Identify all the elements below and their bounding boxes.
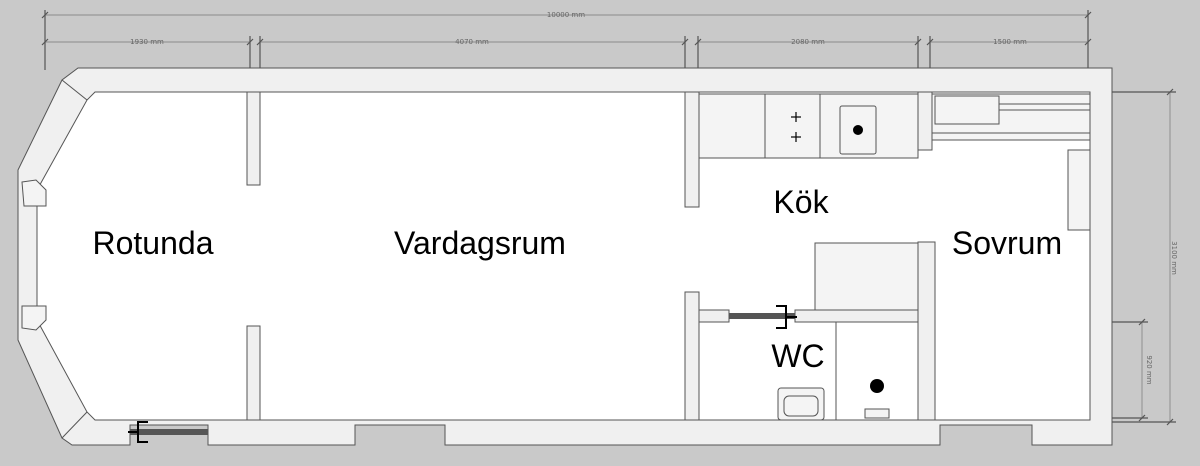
shower-drain-icon — [870, 379, 884, 393]
room-label-sovrum: Sovrum — [952, 225, 1062, 261]
window-rotunda-lower — [21, 305, 47, 331]
dim-vardagsrum-width: 4070 mm — [455, 38, 489, 46]
stove — [764, 93, 821, 159]
window-rotunda-upper — [21, 179, 47, 207]
dim-overall: 10000 mm — [547, 11, 585, 19]
wall-rotunda-top — [246, 91, 261, 186]
bedroom-box — [934, 95, 1000, 125]
kitchen-counter — [698, 93, 766, 159]
wall-wc-top-right — [794, 309, 936, 323]
toilet — [864, 408, 890, 419]
room-label-kok: Kök — [773, 184, 829, 220]
wall-kitchen-top — [684, 91, 700, 208]
sink-drain-icon — [853, 125, 863, 135]
wardrobe — [814, 242, 919, 311]
bedroom-cabinet — [1067, 149, 1091, 231]
dim-wc-depth: 920 mm — [1145, 355, 1153, 384]
wc-sink — [777, 387, 825, 421]
wall-wc-right — [917, 241, 936, 421]
door-wc[interactable] — [729, 305, 797, 329]
room-label-wc: WC — [771, 338, 824, 374]
shower — [835, 321, 919, 421]
wall-kitchen-right — [917, 91, 933, 151]
dim-kok-width: 2080 mm — [791, 38, 825, 46]
door-entrance[interactable] — [128, 421, 208, 443]
room-label-rotunda: Rotunda — [93, 225, 214, 261]
wall-wc-top-left — [698, 309, 730, 323]
wall-wc-left — [684, 291, 700, 421]
wall-rotunda-bottom — [246, 325, 261, 421]
dim-sovrum-width: 1500 mm — [993, 38, 1027, 46]
room-label-vardagsrum: Vardagsrum — [394, 225, 566, 261]
stove-burner-icon — [791, 112, 801, 142]
dim-total-depth: 3100 mm — [1170, 241, 1178, 275]
dim-rotunda-width: 1930 mm — [130, 38, 164, 46]
